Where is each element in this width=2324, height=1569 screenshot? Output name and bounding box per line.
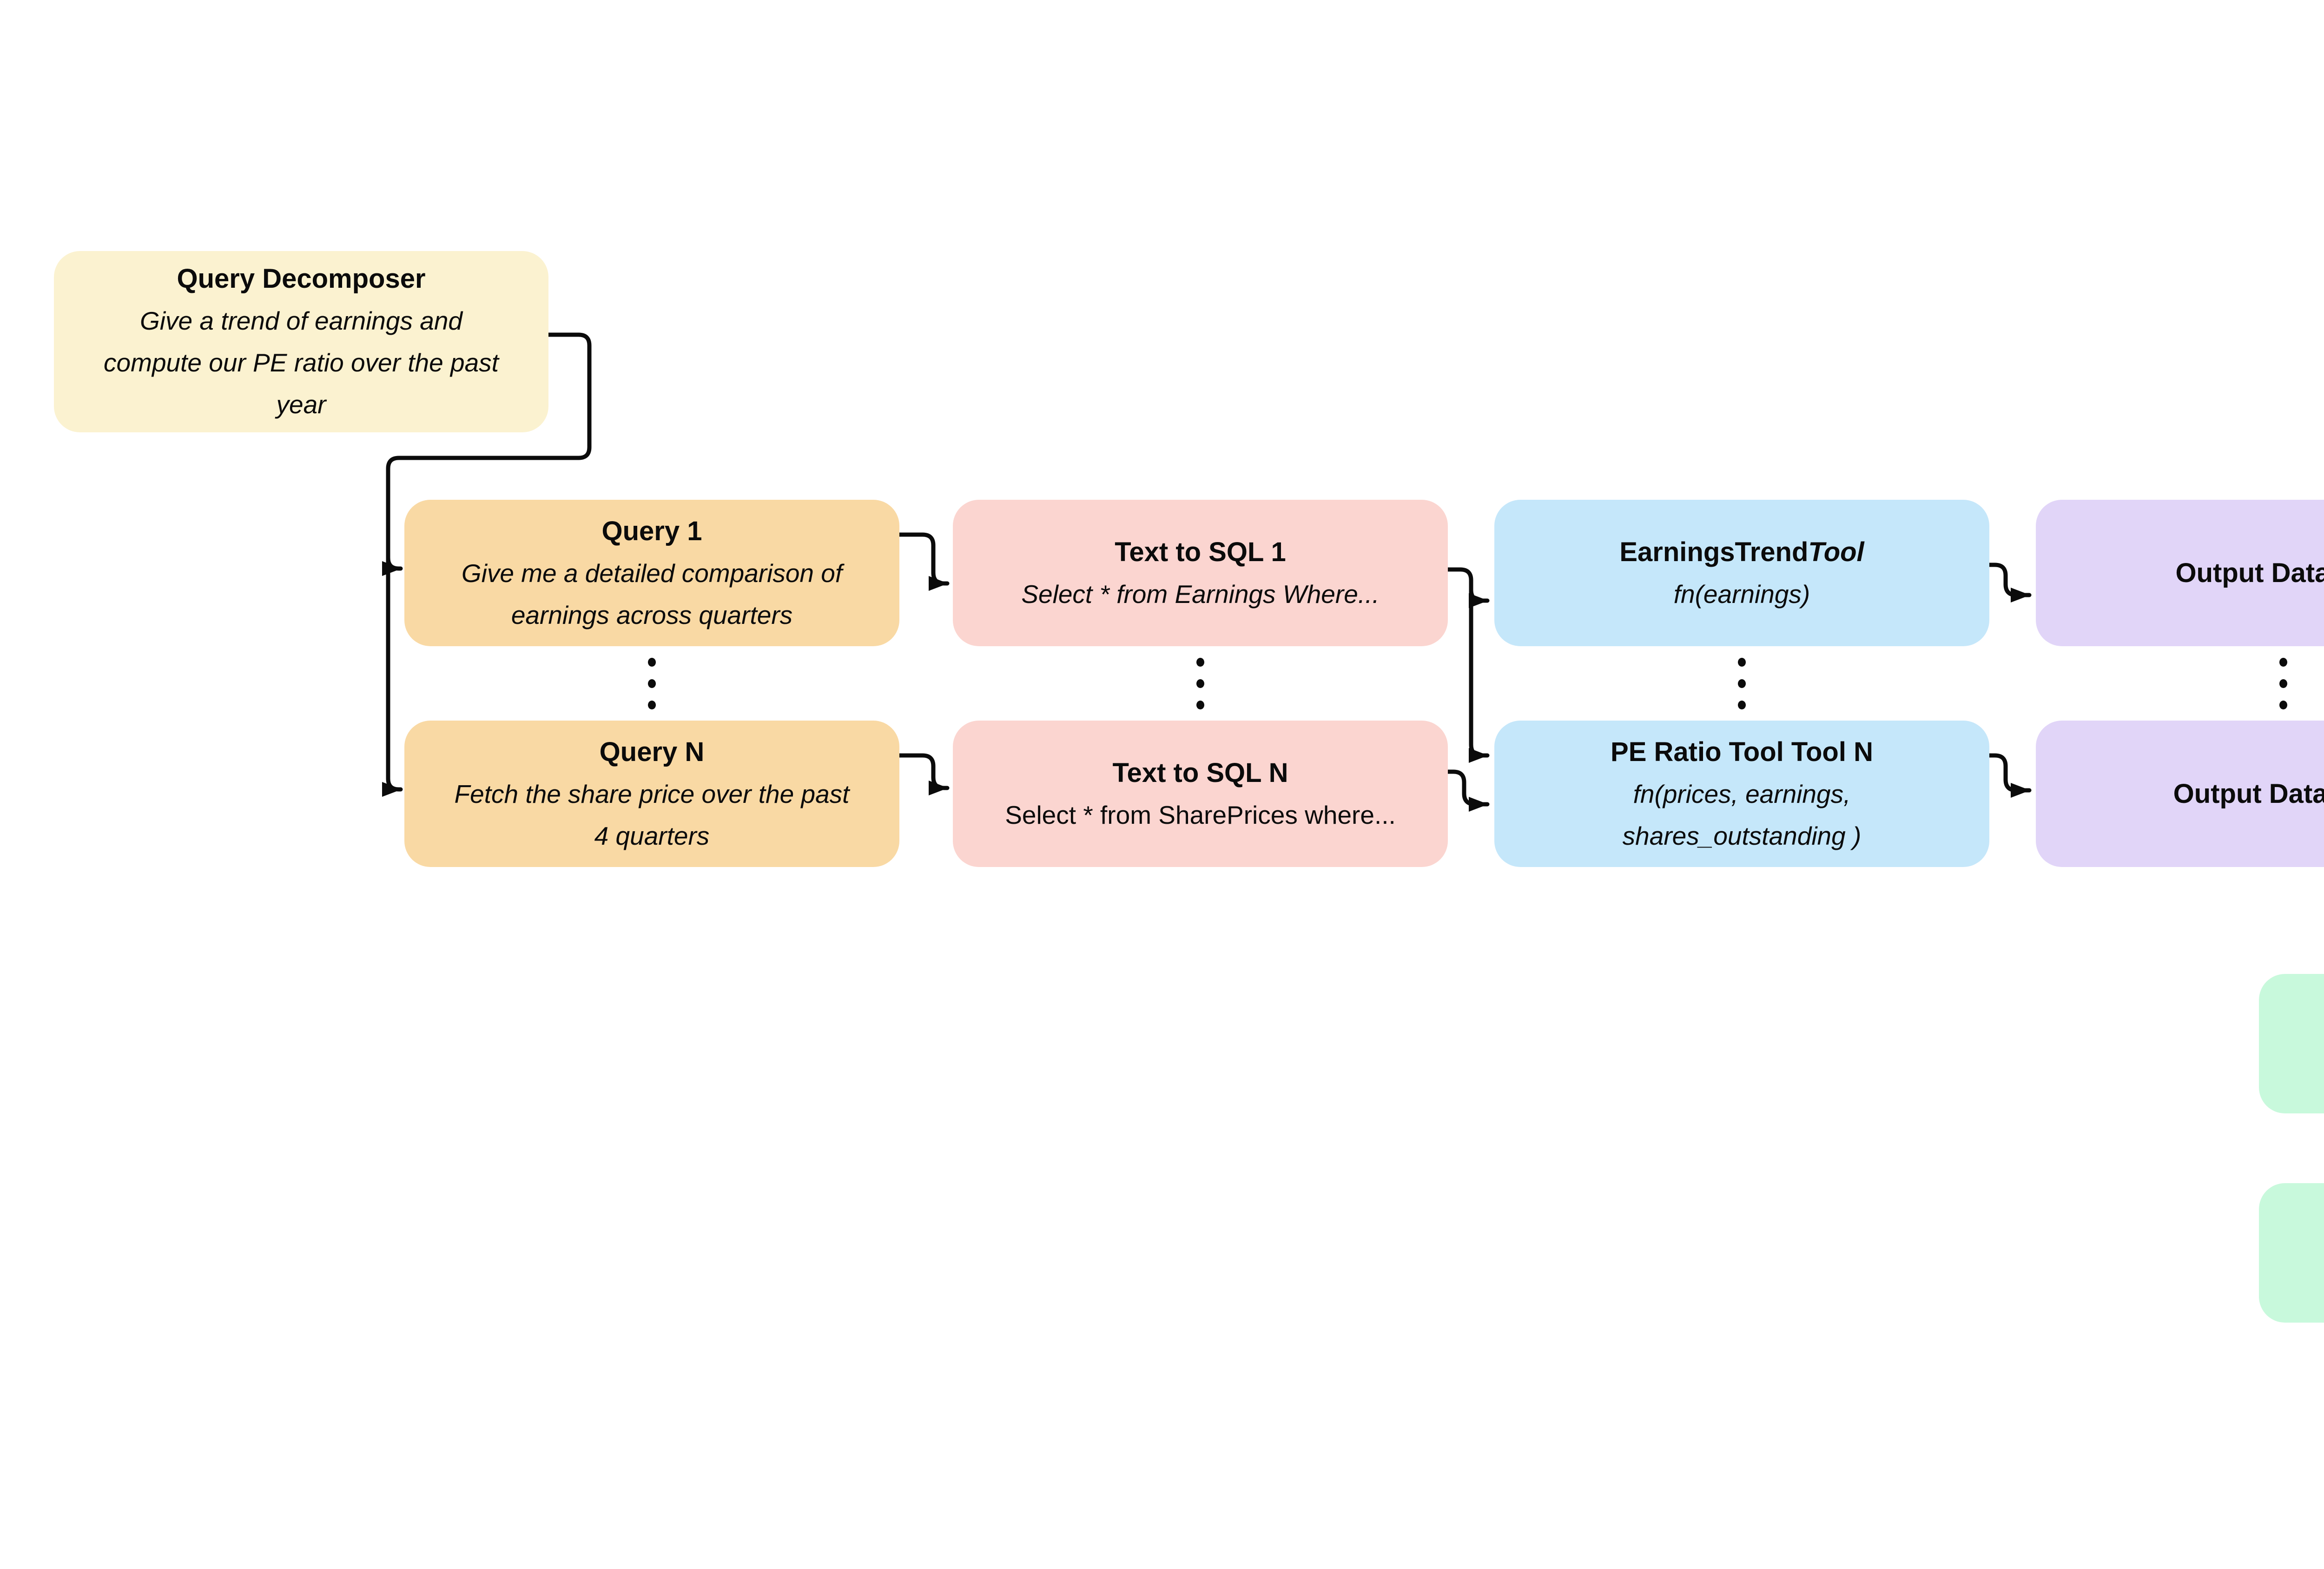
node-subtitle-line: Select * from Earnings Where... [1021, 579, 1380, 609]
node-query-decomposer: Query Decomposer Give a trend of earning… [54, 251, 548, 432]
ellipsis-dot [2279, 679, 2287, 688]
node-subtitle-line: year [276, 390, 326, 419]
node-output-summarizer: Output Summarizer [2259, 974, 2324, 1113]
node-title: Query N [599, 736, 705, 767]
ellipsis-dot [1196, 679, 1204, 688]
ellipsis-dot [1738, 658, 1746, 667]
ellipsis-queries [648, 658, 656, 709]
node-query-n: Query N Fetch the share price over the p… [404, 721, 899, 867]
ellipsis-dot [648, 701, 656, 709]
node-title: Query Decomposer [177, 264, 426, 294]
node-subtitle-line: Select * from SharePrices where... [1005, 800, 1396, 829]
ellipsis-dot [2279, 701, 2287, 709]
ellipsis-dot [648, 679, 656, 688]
node-output-dataset-1: Output Dataset 1 [2036, 500, 2324, 646]
ellipsis-dot [1738, 701, 1746, 709]
node-title: Text to SQL N [1112, 757, 1288, 788]
connector-query-1-to-sql-1 [897, 532, 950, 591]
node-output-formatter: Output Formatter [2259, 1183, 2324, 1323]
ellipsis-dot [648, 658, 656, 667]
connector-decomposer-to-query-1 [382, 556, 403, 576]
node-subtitle-line: Fetch the share price over the past [454, 779, 850, 808]
connector-sql-1-to-earnings-tool [1469, 588, 1490, 608]
node-output-dataset-n: Output Dataset N [2036, 721, 2324, 867]
ellipsis-dot [1196, 658, 1204, 667]
node-subtitle-line: 4 quarters [594, 821, 710, 850]
ellipsis-dot [1738, 679, 1746, 688]
node-title: Query 1 [601, 516, 702, 546]
node-subtitle-line: Give me a detailed comparison of [461, 558, 843, 588]
connector-decomposer-trunk [382, 332, 592, 797]
ellipsis-dot [2279, 658, 2287, 667]
ellipsis-tools [1738, 658, 1746, 709]
node-subtitle-line: fn(earnings) [1673, 579, 1810, 609]
node-subtitle-line: Give a trend of earnings and [139, 306, 463, 335]
node-pe-ratio-tool: PE Ratio Tool Tool N fn(prices, earnings… [1494, 721, 1989, 867]
ellipsis-datasets [2279, 658, 2287, 709]
node-subtitle-line: compute our PE ratio over the past [104, 348, 499, 377]
connector-sql-n-to-pe-tool [1446, 769, 1490, 812]
node-text-to-sql-n: Text to SQL N Select * from SharePrices … [953, 721, 1448, 867]
ellipsis-dot [1196, 701, 1204, 709]
node-subtitle-line: earnings across quarters [511, 600, 793, 629]
node-query-1: Query 1 Give me a detailed comparison of… [404, 500, 899, 646]
connector-sql-1-trunk-to-pe-tool [1446, 567, 1490, 763]
node-title: PE Ratio Tool Tool N [1611, 736, 1873, 767]
node-title: Output Dataset 1 [2175, 557, 2324, 588]
connector-earnings-tool-to-dataset-1 [1987, 563, 2032, 602]
ellipsis-sql [1196, 658, 1204, 709]
node-subtitle-line: fn(prices, earnings, [1633, 779, 1851, 808]
connector-query-n-to-sql-n [897, 753, 950, 795]
node-earnings-trend-tool: EarningsTrendTool fn(earnings) [1494, 500, 1989, 646]
node-subtitle-line: shares_outstanding ) [1622, 821, 1862, 850]
node-title: Text to SQL 1 [1115, 536, 1286, 567]
connector-pe-tool-to-dataset-n [1987, 753, 2032, 798]
node-title: EarningsTrendTool [1619, 536, 1864, 567]
node-text-to-sql-1: Text to SQL 1 Select * from Earnings Whe… [953, 500, 1448, 646]
node-title: Output Dataset N [2173, 778, 2324, 809]
